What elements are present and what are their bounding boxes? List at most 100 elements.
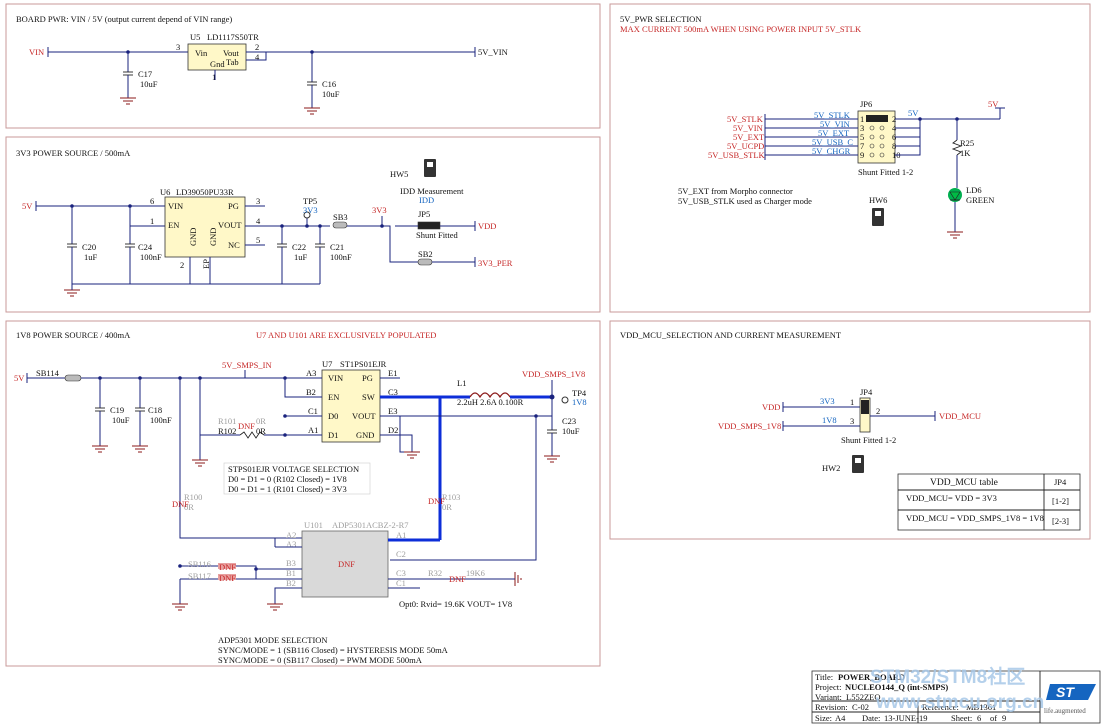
svg-text:5V_USB_C: 5V_USB_C (812, 137, 853, 147)
svg-text:2.2uH 2.6A 0.100R: 2.2uH 2.6A 0.100R (457, 397, 524, 407)
svg-text:C21: C21 (330, 242, 344, 252)
svg-text:A1: A1 (396, 530, 406, 540)
svg-text:C22: C22 (292, 242, 306, 252)
svg-text:C19: C19 (110, 405, 124, 415)
svg-text:Sheet:: Sheet: (951, 713, 972, 723)
svg-text:Date:: Date: (862, 713, 880, 723)
svg-text:EN: EN (328, 392, 339, 402)
svg-text:2: 2 (892, 114, 896, 124)
svg-text:5V_STLK: 5V_STLK (727, 114, 764, 124)
svg-text:Size:: Size: (815, 713, 832, 723)
svg-text:B1: B1 (286, 568, 296, 578)
svg-text:PG: PG (228, 201, 239, 211)
svg-text:VDD_SMPS_1V8: VDD_SMPS_1V8 (718, 421, 781, 431)
svg-text:SB117: SB117 (188, 571, 211, 581)
svg-text:JP4: JP4 (1054, 477, 1067, 487)
svg-text:10uF: 10uF (140, 79, 158, 89)
svg-text:5V_EXT from Morpho connector: 5V_EXT from Morpho connector (678, 186, 793, 196)
svg-text:DNF: DNF (338, 559, 355, 569)
svg-text:0R: 0R (184, 502, 194, 512)
svg-text:Shunt Fitted 1-2: Shunt Fitted 1-2 (858, 167, 913, 177)
svg-text:7: 7 (860, 141, 864, 151)
svg-text:GREEN: GREEN (966, 195, 994, 205)
svg-text:JP5: JP5 (418, 209, 430, 219)
u5-part: LD1117S50TR (207, 32, 259, 42)
svg-text:R101: R101 (218, 416, 236, 426)
svg-text:[1-2]: [1-2] (1052, 496, 1069, 506)
svg-text:10uF: 10uF (562, 426, 580, 436)
board-pwr-title: BOARD PWR: VIN / 5V (output current depe… (16, 14, 232, 24)
svg-text:ADP5301 MODE SELECTION: ADP5301 MODE SELECTION (218, 635, 328, 645)
svg-text:1uF: 1uF (84, 252, 98, 262)
svg-text:of: of (990, 713, 997, 723)
svg-text:POWER_BOARD: POWER_BOARD (838, 672, 905, 682)
c16-ref: C16 (322, 79, 336, 89)
svg-text:9: 9 (860, 150, 864, 160)
svg-text:1uF: 1uF (294, 252, 308, 262)
svg-text:LD6: LD6 (966, 185, 982, 195)
svg-text:5V: 5V (988, 99, 999, 109)
svg-text:4: 4 (256, 216, 261, 226)
svg-text:D0: D0 (328, 411, 338, 421)
svg-text:Shunt Fitted 1-2: Shunt Fitted 1-2 (841, 435, 896, 445)
svg-text:D0 = D1 = 1 (R101 Closed) = 3V: D0 = D1 = 1 (R101 Closed) = 3V3 (228, 484, 347, 494)
svg-text:DNF: DNF (219, 573, 236, 583)
svg-text:HW5: HW5 (390, 169, 408, 179)
svg-text:E1: E1 (388, 368, 397, 378)
svg-text:IDD Measurement: IDD Measurement (400, 186, 464, 196)
svg-text:1: 1 (150, 216, 154, 226)
svg-text:DNF: DNF (172, 499, 189, 509)
svg-text:A2: A2 (286, 530, 296, 540)
svg-text:Tab: Tab (226, 57, 239, 67)
svg-text:3: 3 (860, 123, 864, 133)
svg-text:1K: 1K (960, 148, 971, 158)
svg-text:0R: 0R (442, 502, 452, 512)
svg-text:Revision:: Revision: (815, 702, 848, 712)
svg-text:C1: C1 (308, 406, 318, 416)
svg-text:3V3: 3V3 (372, 205, 387, 215)
svg-text:E3: E3 (388, 406, 397, 416)
svg-text:R25: R25 (960, 138, 974, 148)
svg-text:B3: B3 (286, 558, 296, 568)
svg-text:R100: R100 (184, 492, 202, 502)
svg-text:2: 2 (180, 260, 184, 270)
svg-text:U101: U101 (304, 520, 323, 530)
svg-text:6: 6 (150, 196, 154, 206)
svg-text:U7 AND U101 ARE EXCLUSIVELY PO: U7 AND U101 ARE EXCLUSIVELY POPULATED (256, 330, 436, 340)
svg-text:L1: L1 (457, 378, 466, 388)
5v-vin-label: 5V_VIN (478, 47, 508, 57)
svg-text:100nF: 100nF (330, 252, 352, 262)
svg-text:9: 9 (1002, 713, 1006, 723)
svg-text:C2: C2 (396, 549, 406, 559)
svg-text:ST: ST (1056, 684, 1075, 700)
svg-text:L552ZEQ: L552ZEQ (846, 692, 880, 702)
svg-text:EN: EN (168, 220, 179, 230)
jp4-header (859, 397, 871, 433)
svg-text:life.augmented: life.augmented (1044, 707, 1086, 715)
svg-text:A3: A3 (306, 368, 316, 378)
svg-text:DNF: DNF (428, 496, 445, 506)
svg-text:Opt0: Rvid= 19.6K VOUT= 1V8: Opt0: Rvid= 19.6K VOUT= 1V8 (399, 599, 512, 609)
svg-text:ADP5301ACBZ-2-R7: ADP5301ACBZ-2-R7 (332, 520, 409, 530)
svg-text:SW: SW (362, 392, 375, 402)
svg-text:VDD_MCU table: VDD_MCU table (930, 478, 998, 488)
svg-text:VDD: VDD (478, 221, 496, 231)
svg-text:D0 = D1 = 0 (R102 Closed) = 1V: D0 = D1 = 0 (R102 Closed) = 1V8 (228, 474, 347, 484)
svg-text:MB1361: MB1361 (966, 702, 996, 712)
svg-text:GND: GND (208, 228, 218, 246)
5v-in-label: 5V (22, 201, 33, 211)
svg-text:3: 3 (176, 42, 180, 52)
svg-text:GND: GND (356, 430, 374, 440)
svg-text:VDD_MCU_SELECTION AND CURRENT: VDD_MCU_SELECTION AND CURRENT MEASUREMEN… (620, 330, 842, 340)
svg-text:A4: A4 (835, 713, 846, 723)
svg-text:GND: GND (188, 228, 198, 246)
svg-text:1V8: 1V8 (822, 415, 837, 425)
svg-text:A1: A1 (308, 425, 318, 435)
vdd-mcu-table: VDD_MCU table JP4 VDD_MCU= VDD = 3V3 [1-… (897, 473, 1081, 531)
svg-text:VIN: VIN (168, 201, 183, 211)
frame-5v-sel (609, 3, 1091, 313)
svg-text:IDD: IDD (419, 195, 434, 205)
svg-text:C20: C20 (82, 242, 96, 252)
svg-text:Shunt Fitted: Shunt Fitted (416, 230, 459, 240)
